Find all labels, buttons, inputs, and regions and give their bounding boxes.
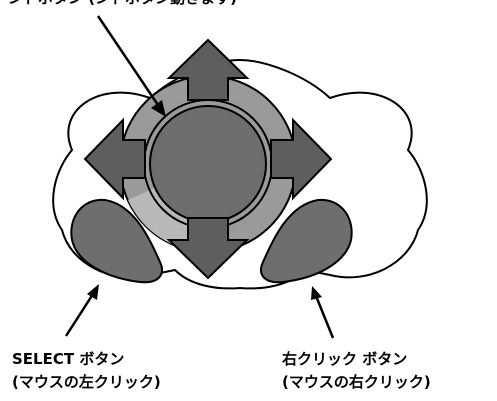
top-callout bbox=[96, 15, 166, 117]
right-click-button[interactable] bbox=[260, 198, 353, 284]
select-button-description: (マウスの左クリック) bbox=[12, 373, 161, 391]
left-callout bbox=[64, 284, 99, 337]
center-button[interactable] bbox=[149, 105, 267, 223]
right-callout bbox=[311, 286, 335, 339]
select-button-label: SELECT ボタン bbox=[12, 350, 125, 368]
down-arrow-icon[interactable] bbox=[166, 217, 250, 280]
right-click-button-description: (マウスの右クリック) bbox=[282, 373, 431, 391]
right-arrow-icon[interactable] bbox=[270, 117, 333, 201]
up-arrow-icon[interactable] bbox=[166, 38, 250, 101]
pointer-label: ンドボタン (ンドボタン動きます) bbox=[8, 0, 237, 8]
right-click-button-label: 右クリック ボタン bbox=[282, 350, 408, 368]
left-click-button[interactable] bbox=[70, 198, 163, 284]
left-arrow-icon[interactable] bbox=[83, 117, 146, 201]
